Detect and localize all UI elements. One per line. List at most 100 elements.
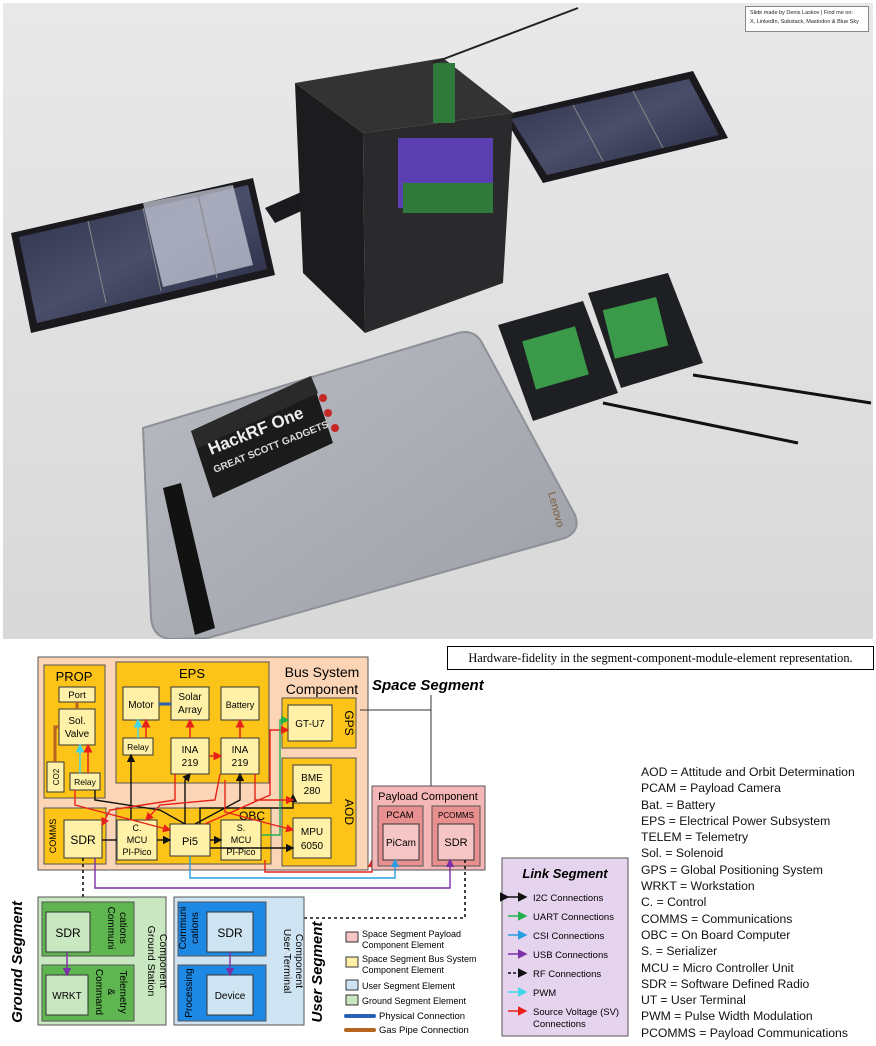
c-mcu-label-2: MCU xyxy=(127,835,148,845)
port-label: Port xyxy=(68,690,86,701)
mpu6050-label-1: MPU xyxy=(301,827,323,838)
payload-component-label: Payload Component xyxy=(378,791,478,803)
s-mcu-label-1: S. xyxy=(237,823,246,833)
abbr-sdr: SDR = Software Defined Radio xyxy=(641,976,810,991)
battery-label: Battery xyxy=(226,700,255,710)
s-mcu-label-3: PI-Pico xyxy=(226,847,255,857)
abbr-eps: EPS = Electrical Power Subsystem xyxy=(641,813,831,828)
solar-array-label-2: Array xyxy=(178,705,202,716)
abbr-mcu: MCU = Micro Controller Unit xyxy=(641,960,794,975)
legend-physical: Physical Connection xyxy=(379,1011,465,1022)
mpu6050-element xyxy=(292,817,332,859)
abbr-c: C. = Control xyxy=(641,895,707,910)
link-sv-label-2: Connections xyxy=(533,1019,586,1030)
legend-ground: Ground Segment Element xyxy=(362,996,467,1006)
link-rf-label: RF Connections xyxy=(533,969,601,980)
device-label: Device xyxy=(215,991,246,1002)
co2-label: CO2 xyxy=(52,768,61,785)
user-sdr-element xyxy=(206,911,254,953)
legend-user: User Segment Element xyxy=(362,981,456,991)
bus-sdr-label: SDR xyxy=(70,833,96,847)
c-mcu-label-1: C. xyxy=(133,823,142,833)
sol-valve-label-2: Valve xyxy=(65,729,90,740)
ground-comms-label-1: Communi xyxy=(105,907,116,950)
prop-relay-element xyxy=(69,772,101,791)
link-i2c-label: I2C Connections xyxy=(533,893,603,904)
abbr-s: S. = Serializer xyxy=(641,944,718,959)
c-mcu-element xyxy=(116,819,158,861)
wrkt-label: WRKT xyxy=(52,991,81,1002)
usb-connection-payload xyxy=(94,858,455,889)
abbr-telem: TELEM = Telemetry xyxy=(641,830,749,845)
eps-label: EPS xyxy=(179,666,205,681)
wrkt-element xyxy=(45,974,89,1016)
abbr-bat: Bat. = Battery xyxy=(641,797,716,812)
abbr-pwm: PWM = Pulse Width Modulation xyxy=(641,1009,813,1024)
payload-sdr-element xyxy=(437,823,475,861)
link-segment-title: Link Segment xyxy=(522,866,608,881)
left-solar-panel xyxy=(11,178,341,333)
ground-sdr-element xyxy=(45,911,91,953)
gt-u7-label: GT-U7 xyxy=(295,719,325,730)
prop-relay-label: Relay xyxy=(74,777,96,787)
pcam-label: PCAM xyxy=(386,810,414,821)
legend-gas-pipe: Gas Pipe Connection xyxy=(379,1025,469,1036)
s-mcu-label-2: MCU xyxy=(231,835,252,845)
link-pwm-label: PWM xyxy=(533,988,556,999)
user-comms-label-2: cations xyxy=(190,912,201,944)
abbr-pcomms: PCOMMS = Payload Communications xyxy=(641,1025,848,1040)
bus-sdr-element xyxy=(63,819,103,859)
credit-line-2: X, LinkedIn, Substack, Mastodon & Blue S… xyxy=(750,19,859,25)
link-uart-label: UART Connections xyxy=(533,912,614,923)
ina219-element-1 xyxy=(170,737,210,775)
mpu6050-label-2: 6050 xyxy=(301,841,324,852)
link-segment-legend: Link Segment I2C Connections UART Connec… xyxy=(500,857,629,1037)
user-comms-label-1: Communi xyxy=(178,907,189,950)
payload-sdr-label: SDR xyxy=(444,837,467,849)
raspberry-pi-ground-station-1 xyxy=(498,301,799,445)
user-processing-label: Processing xyxy=(184,968,195,1017)
bme280-element xyxy=(292,764,332,804)
picam-label: PiCam xyxy=(386,838,416,849)
ground-command-label-3: Telemetry xyxy=(117,970,128,1013)
abbr-aod: AOD = Attitude and Orbit Determination xyxy=(641,765,855,779)
motor-element xyxy=(122,686,160,721)
motor-label: Motor xyxy=(128,700,154,711)
legend-payload-2: Component Element xyxy=(362,940,445,950)
legend-bus-1: Space Segment Bus System xyxy=(362,954,477,964)
cubesat-frame xyxy=(295,7,579,333)
prop-label: PROP xyxy=(56,669,93,684)
ina219-2-label-2: 219 xyxy=(232,758,249,769)
figure-caption: Hardware-fidelity in the segment-compone… xyxy=(447,646,874,670)
ina219-1-label-2: 219 xyxy=(182,758,199,769)
credit-line-1: Slide made by Denis Laskov | Find me on: xyxy=(750,10,853,16)
link-sv-label-1: Source Voltage (SV) xyxy=(533,1007,619,1018)
user-terminal-label-2: Component xyxy=(293,934,305,988)
ground-sdr-label: SDR xyxy=(55,926,81,940)
rf-link-user xyxy=(264,860,466,923)
bus-system-title-2: Component xyxy=(286,681,358,697)
bus-connections xyxy=(74,715,377,873)
comms-label: COMMS xyxy=(48,819,58,854)
abbr-sol: Sol. = Solenoid xyxy=(641,846,724,861)
ground-comms-label-2: cations xyxy=(117,912,128,944)
s-mcu-element xyxy=(220,819,262,861)
gps-label: GPS xyxy=(342,710,356,735)
link-usb-label: USB Connections xyxy=(533,950,608,961)
user-sdr-label: SDR xyxy=(217,926,243,940)
link-csi-label: CSI Connections xyxy=(533,931,605,942)
ina219-1-label-1: INA xyxy=(182,745,199,756)
gt-u7-element xyxy=(287,704,333,742)
battery-element xyxy=(220,686,260,721)
ground-command-label-2: & xyxy=(105,989,116,996)
c-mcu-label-3: PI-Pico xyxy=(122,847,151,857)
ground-station-label-1: Ground Station xyxy=(145,926,157,997)
abbr-wrkt: WRKT = Workstation xyxy=(641,879,755,894)
ground-segment-label: Ground Segment xyxy=(9,900,26,1023)
pcomms-label: PCOMMS xyxy=(438,811,474,820)
csi-connection xyxy=(189,856,400,879)
sol-valve-label-1: Sol. xyxy=(68,716,85,727)
pi5-label: Pi5 xyxy=(182,836,198,848)
picam-element xyxy=(382,823,420,861)
right-solar-panel xyxy=(503,71,728,183)
